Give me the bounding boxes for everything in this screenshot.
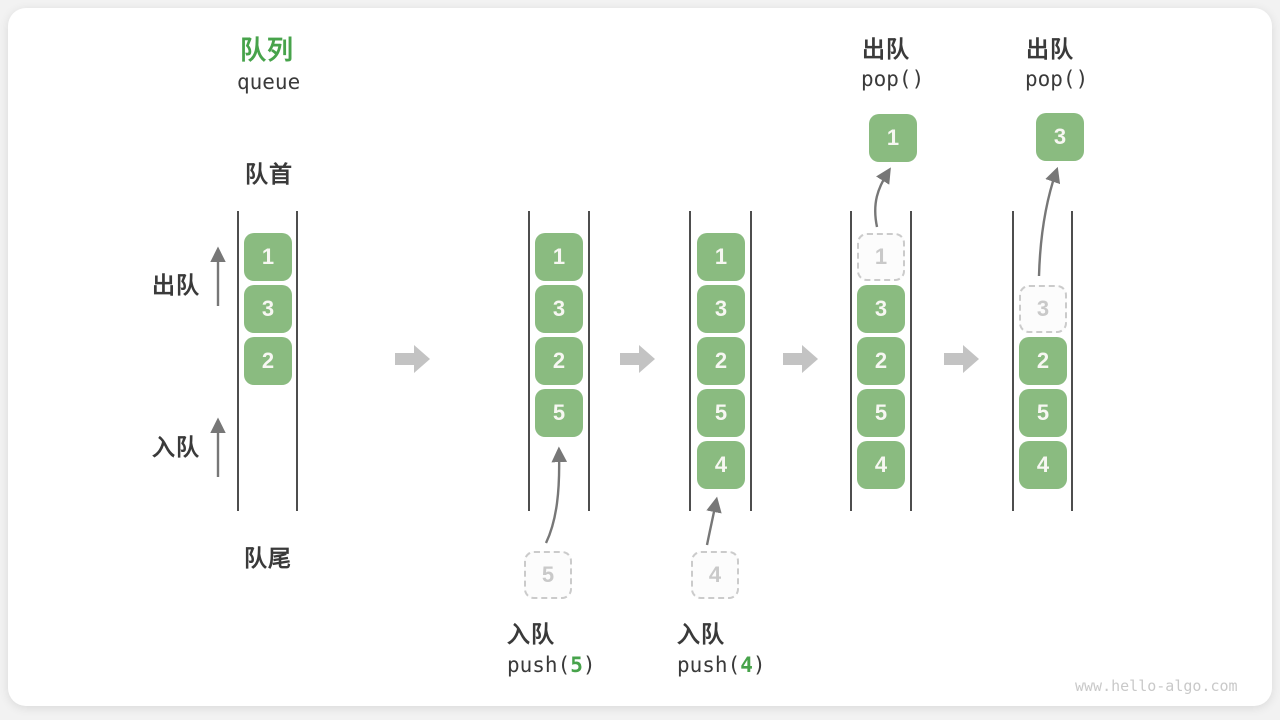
queue-box: 1 <box>244 233 292 281</box>
push-fn: push( <box>507 653 571 677</box>
queue-box: 2 <box>244 337 292 385</box>
push-op-code: push(5) <box>507 653 596 677</box>
watermark: www.hello-algo.com <box>1075 677 1238 695</box>
queue-box: 2 <box>857 337 905 385</box>
queue-box: 2 <box>1019 337 1067 385</box>
pop-op-label: 出队 <box>862 36 910 62</box>
push-op-label: 入队 <box>677 621 725 647</box>
push-arg: 5 <box>570 653 583 677</box>
queue-box: 5 <box>857 389 905 437</box>
queue-box: 5 <box>697 389 745 437</box>
queue-box: 3 <box>857 285 905 333</box>
enqueue-direction-label: 入队 <box>152 434 200 460</box>
queue-box: 3 <box>535 285 583 333</box>
push-op-code: push(4) <box>677 653 766 677</box>
queue-box: 2 <box>697 337 745 385</box>
queue-wall <box>1071 211 1073 511</box>
queue-box: 4 <box>857 441 905 489</box>
queue-box: 1 <box>697 233 745 281</box>
block-arrow-right-icon <box>783 345 818 373</box>
queue-front-label: 队首 <box>245 161 293 187</box>
diagram-title-zh: 队列 <box>240 35 295 65</box>
queue-wall <box>850 211 852 511</box>
staging-box: 4 <box>691 551 739 599</box>
pop-op-label: 出队 <box>1026 36 1074 62</box>
push-fn: push( <box>677 653 741 677</box>
pop-op-code: pop() <box>1025 67 1089 91</box>
queue-wall <box>750 211 752 511</box>
queue-box: 4 <box>1019 441 1067 489</box>
popped-box: 3 <box>1036 113 1084 161</box>
staging-box: 5 <box>524 551 572 599</box>
queue-box: 1 <box>535 233 583 281</box>
queue-wall <box>237 211 239 511</box>
push-op-label: 入队 <box>507 621 555 647</box>
queue-wall <box>528 211 530 511</box>
queue-wall <box>1012 211 1014 511</box>
dequeue-direction-label: 出队 <box>152 272 200 298</box>
queue-wall <box>296 211 298 511</box>
queue-box: 3 <box>697 285 745 333</box>
ghost-box: 3 <box>1019 285 1067 333</box>
diagram-title-en: queue <box>237 70 301 94</box>
ghost-box: 1 <box>857 233 905 281</box>
block-arrow-right-icon <box>395 345 430 373</box>
pop-op-code: pop() <box>861 67 925 91</box>
queue-wall <box>910 211 912 511</box>
popped-box: 1 <box>869 114 917 162</box>
queue-box: 4 <box>697 441 745 489</box>
queue-box: 5 <box>535 389 583 437</box>
push-close: ) <box>582 653 596 677</box>
queue-rear-label: 队尾 <box>244 545 292 571</box>
block-arrow-right-icon <box>620 345 655 373</box>
block-arrow-right-icon <box>944 345 979 373</box>
queue-box: 5 <box>1019 389 1067 437</box>
push-close: ) <box>752 653 766 677</box>
queue-wall <box>588 211 590 511</box>
push-arg: 4 <box>740 653 753 677</box>
queue-wall <box>689 211 691 511</box>
queue-box: 3 <box>244 285 292 333</box>
queue-box: 2 <box>535 337 583 385</box>
